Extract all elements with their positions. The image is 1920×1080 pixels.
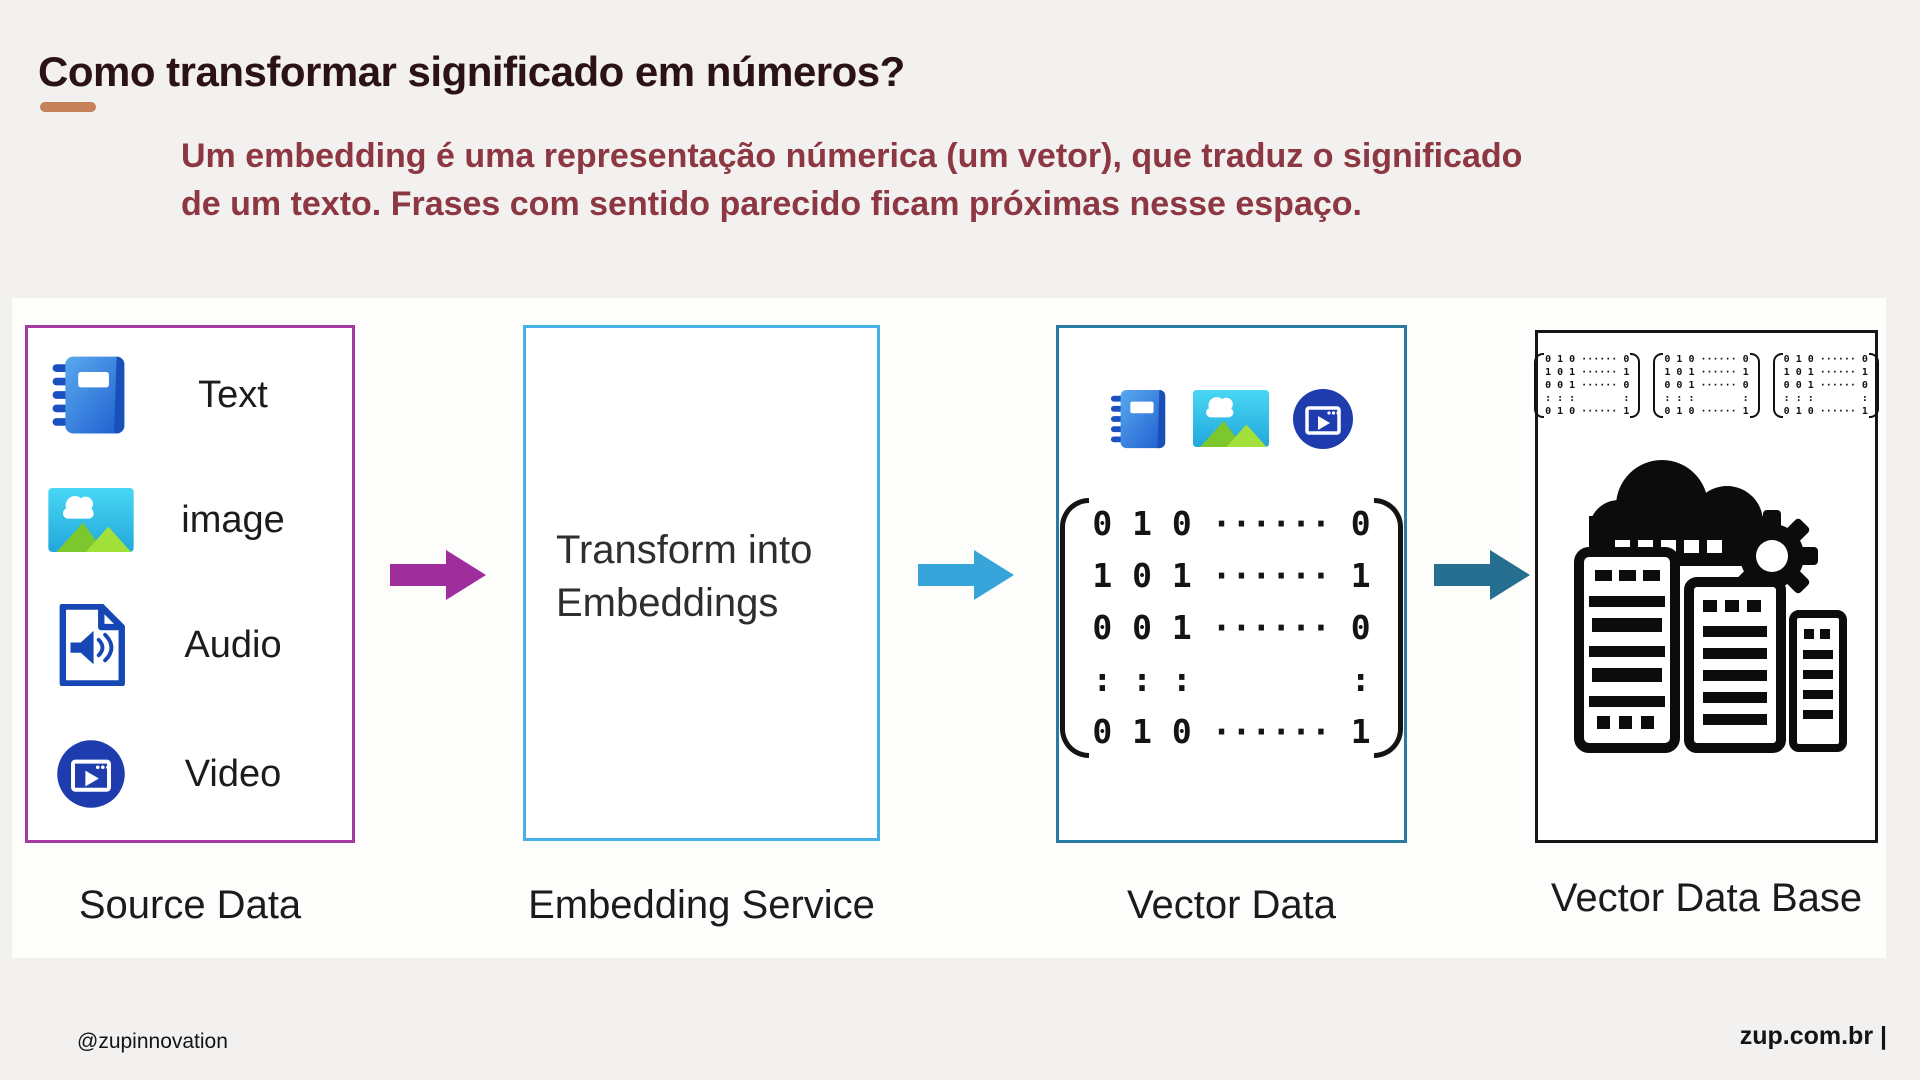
mini-matrix-row: 0 1 0 ······ 1	[1783, 406, 1868, 417]
mini-matrix-right-paren	[1749, 353, 1760, 418]
mini-matrix-rows: 0 1 0 ······ 0 1 0 1 ······ 1 0 0 1 ····…	[1784, 353, 1868, 418]
mini-matrix-row: 1 0 1 ······ 1	[1664, 367, 1749, 378]
binary-matrix-icon: 0 1 0 ······ 0 1 0 1 ······ 1 0 0 1 ····…	[1534, 353, 1641, 418]
image-icon	[1192, 390, 1269, 452]
database-cloud-gear-servers-icon	[1562, 454, 1852, 759]
matrix-left-paren	[1060, 498, 1090, 758]
page-title: Como transformar significado em números?	[38, 48, 905, 96]
footer-website: zup.com.br |	[1739, 1022, 1887, 1050]
mini-matrix-left-paren	[1653, 353, 1664, 418]
subtitle-line-1: Um embedding é uma representação númeric…	[181, 137, 1523, 175]
mini-matrix-row: 0 1 0 ······ 1	[1664, 406, 1749, 417]
title-underline-dash	[40, 102, 96, 112]
footer-social-handle: @zupinnovation	[77, 1030, 228, 1053]
mini-matrix-rows: 0 1 0 ······ 0 1 0 1 ······ 1 0 0 1 ····…	[1664, 353, 1748, 418]
mini-matrix-row: 0 0 1 ······ 0	[1545, 380, 1630, 391]
subtitle-line-2: de um texto. Frases com sentido parecido…	[181, 185, 1362, 223]
mini-matrix-row: 0 0 1 ······ 0	[1783, 380, 1868, 391]
source-data-box: Text image	[25, 325, 355, 843]
source-row-video: Video	[48, 738, 332, 810]
matrix-row: 0 0 1 ······ 0	[1092, 608, 1371, 647]
binary-matrix-icon: 0 1 0 ······ 0 1 0 1 ······ 1 0 0 1 ····…	[1772, 353, 1879, 418]
source-data-caption: Source Data	[78, 883, 302, 927]
mini-matrix-row: 0 0 1 ······ 0	[1664, 380, 1749, 391]
vector-to-database-arrow	[1434, 550, 1530, 600]
mini-matrix-row: 0 1 0 ······ 0	[1664, 354, 1749, 365]
mini-matrix-row: 0 1 0 ······ 1	[1545, 406, 1630, 417]
embedding-text-line-1: Transform into	[556, 528, 813, 572]
mini-matrix-row: 1 0 1 ······ 1	[1783, 367, 1868, 378]
matrix-row: 0 1 0 ······ 1	[1092, 712, 1371, 751]
mini-matrix-right-paren	[1868, 353, 1879, 418]
embedding-service-box: Transform into Embeddings	[523, 325, 880, 841]
vector-data-source-icons	[1109, 386, 1355, 456]
matrix-row: 1 0 1 ······ 1	[1092, 556, 1371, 595]
source-row-image: image	[48, 488, 332, 552]
matrix-row: 0 1 0 ······ 0	[1092, 504, 1371, 543]
matrix-right-paren	[1373, 498, 1403, 758]
text-notebook-icon	[1109, 388, 1171, 455]
image-icon	[48, 488, 134, 552]
diagram-panel: Text image	[12, 298, 1886, 958]
mini-matrix-row: : : : :	[1664, 393, 1749, 404]
video-player-icon	[1291, 387, 1355, 456]
embedding-service-caption: Embedding Service	[528, 883, 875, 927]
embedding-text-line-2: Embeddings	[556, 581, 779, 625]
text-notebook-icon	[48, 354, 134, 436]
embedding-to-vector-arrow	[918, 550, 1014, 600]
mini-matrix-left-paren	[1772, 353, 1783, 418]
source-item-label: Video	[184, 752, 282, 795]
vector-matrix: 0 1 0 ······ 0 1 0 1 ······ 1 0 0 1 ····…	[1060, 498, 1403, 758]
source-row-audio: Audio	[48, 604, 332, 686]
mini-matrix-row: : : : :	[1783, 393, 1868, 404]
source-item-label: image	[181, 498, 285, 541]
matrix-row: : : : :	[1092, 660, 1371, 699]
vector-database-caption: Vector Data Base	[1550, 876, 1863, 920]
source-row-text: Text	[48, 354, 332, 436]
mini-matrix-rows: 0 1 0 ······ 0 1 0 1 ······ 1 0 0 1 ····…	[1545, 353, 1629, 418]
mini-matrix-row: 1 0 1 ······ 1	[1545, 367, 1630, 378]
source-to-embedding-arrow	[390, 550, 486, 600]
mini-matrix-left-paren	[1534, 353, 1545, 418]
video-player-icon	[48, 738, 134, 810]
vector-data-box: 0 1 0 ······ 0 1 0 1 ······ 1 0 0 1 ····…	[1056, 325, 1407, 843]
mini-matrix-row: 0 1 0 ······ 0	[1545, 354, 1630, 365]
vector-data-caption: Vector Data	[1126, 883, 1336, 927]
audio-file-icon	[48, 604, 134, 686]
binary-matrices-row: 0 1 0 ······ 0 1 0 1 ······ 1 0 0 1 ····…	[1534, 353, 1879, 418]
source-item-label: Audio	[184, 623, 282, 666]
binary-matrix-icon: 0 1 0 ······ 0 1 0 1 ······ 1 0 0 1 ····…	[1653, 353, 1760, 418]
mini-matrix-row: 0 1 0 ······ 0	[1783, 354, 1868, 365]
source-item-label: Text	[198, 373, 268, 416]
vector-database-box: 0 1 0 ······ 0 1 0 1 ······ 1 0 0 1 ····…	[1534, 330, 1879, 843]
mini-matrix-right-paren	[1630, 353, 1641, 418]
subtitle: Um embedding é uma representação númeric…	[181, 132, 1522, 228]
embedding-service-text: Transform into Embeddings	[556, 524, 812, 630]
matrix-rows: 0 1 0 ······ 0 1 0 1 ······ 1 0 0 1 ····…	[1092, 498, 1370, 758]
mini-matrix-row: : : : :	[1545, 393, 1630, 404]
